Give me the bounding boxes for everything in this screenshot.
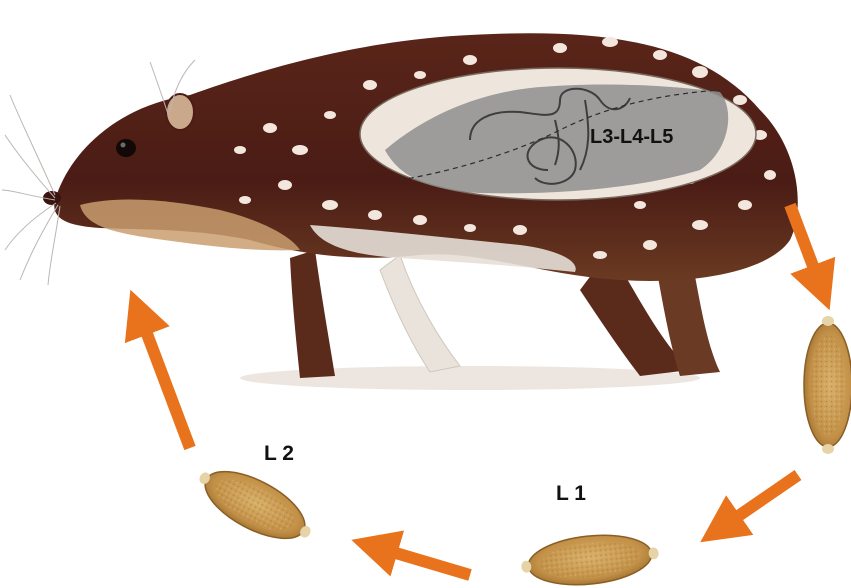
egg-l1 [519,529,661,588]
adult-stages-label: L3-L4-L5 [590,126,673,148]
egg-right [804,316,851,454]
arrow-l2-to-host [138,310,190,448]
arrow-host-to-egg [790,205,822,290]
arrow-l1-to-l2 [372,546,470,575]
stage-l1-label: L 1 [556,482,586,505]
egg-l2 [189,455,321,556]
arrow-egg-to-l1 [718,475,798,530]
intestine-inset: L3-L4-L5 [360,68,756,200]
stage-l2-label: L 2 [264,442,294,465]
